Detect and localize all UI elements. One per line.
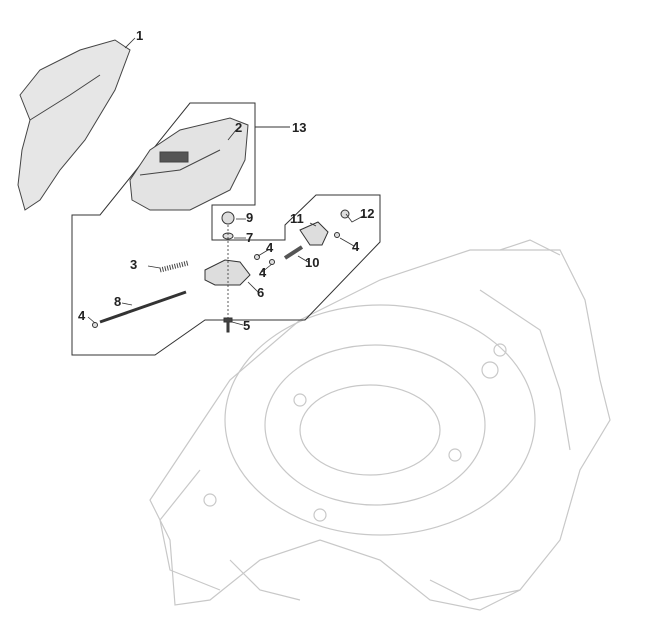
leader-lines [87, 37, 366, 326]
callout-2: 2 [235, 120, 243, 135]
callout-7: 7 [246, 230, 254, 245]
callout-10: 10 [305, 255, 320, 270]
callout-13: 13 [292, 120, 307, 135]
callout-11: 11 [290, 211, 304, 226]
part-handle-cover [17, 39, 131, 211]
callout-8: 8 [114, 294, 122, 309]
callout-5: 5 [243, 318, 251, 333]
callout-4: 4 [78, 308, 86, 323]
callout-3: 3 [130, 257, 138, 272]
callout-4: 4 [352, 239, 360, 254]
callout-9: 9 [246, 210, 254, 225]
callout-1: 1 [136, 28, 144, 43]
mower-deck [149, 239, 611, 611]
callout-4: 4 [266, 240, 274, 255]
callout-12: 12 [360, 206, 375, 221]
part-dashboard [129, 117, 249, 211]
assembly-outline [71, 102, 381, 356]
small-parts [92, 209, 350, 333]
callout-4: 4 [259, 265, 267, 280]
callout-6: 6 [257, 285, 265, 300]
